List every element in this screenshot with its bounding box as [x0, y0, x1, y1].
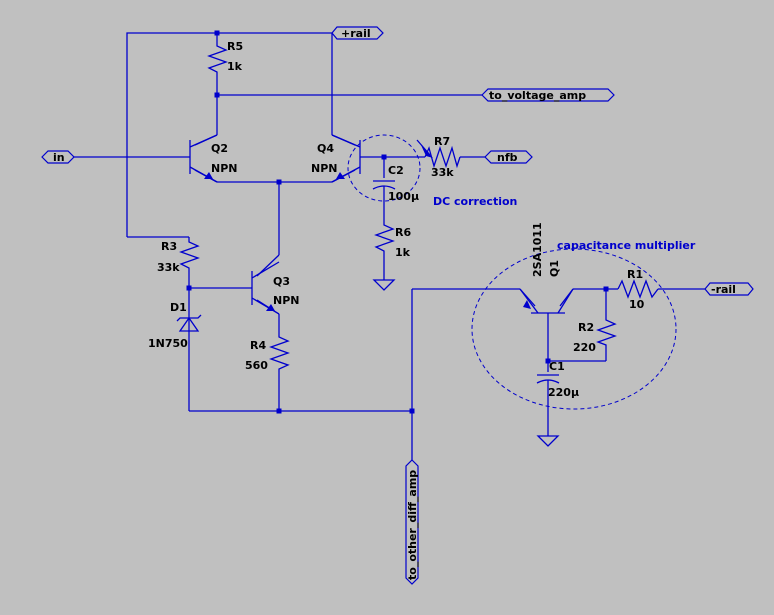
net-flag-nfb[interactable]: nfb [484, 150, 533, 164]
junction-dots [186, 30, 609, 414]
c1-value-label: 220µ [548, 386, 579, 399]
junction-dot [276, 179, 282, 185]
r2-ref-label: R2 [578, 321, 594, 334]
r6-ref-label: R6 [395, 226, 411, 239]
svg-text:nfb: nfb [497, 151, 518, 164]
q2-type-label: NPN [211, 162, 237, 175]
q4-type-label: NPN [311, 162, 337, 175]
c2-value-label: 100µ [388, 190, 419, 203]
cap-multiplier-note: capacitance multiplier [557, 239, 696, 252]
q1-ref-label: Q1 [548, 260, 561, 277]
d1-ref-label: D1 [170, 301, 187, 314]
junction-dot [381, 154, 387, 160]
r6-value-label: 1k [395, 246, 411, 259]
r5-ref-label: R5 [227, 40, 243, 53]
r3-ref-label: R3 [161, 240, 177, 253]
ground-icon [536, 435, 560, 447]
q3-ref-label: Q3 [273, 275, 290, 288]
r5-value-label: 1k [227, 60, 243, 73]
transistor-q2[interactable] [189, 134, 218, 183]
r7-value-label: 33k [431, 166, 454, 179]
capacitor-c2[interactable] [372, 180, 396, 190]
r4-value-label: 560 [245, 359, 268, 372]
arrow-icon [204, 172, 213, 179]
r7-ref-label: R7 [434, 135, 450, 148]
transistor-q3[interactable] [251, 261, 280, 315]
svg-text:+rail: +rail [341, 27, 371, 40]
svg-text:-rail: -rail [711, 283, 736, 296]
net-flag-to-other-diff-amp[interactable]: to_other_diff_amp [405, 459, 419, 585]
resistor-r1[interactable] [617, 279, 659, 299]
c1-ref-label: C1 [549, 360, 565, 373]
svg-text:to_voltage_amp: to_voltage_amp [489, 89, 586, 102]
r1-ref-label: R1 [627, 268, 643, 281]
net-flag-neg-rail[interactable]: -rail [704, 282, 754, 296]
svg-text:in: in [53, 151, 65, 164]
dc-correction-note: DC correction [433, 195, 517, 208]
r2-value-label: 220 [573, 341, 596, 354]
arrow-icon [266, 304, 275, 311]
junction-dot [276, 408, 282, 414]
q1-value-label: 2SA1011 [531, 222, 544, 277]
svg-text:to_other_diff_amp: to_other_diff_amp [406, 470, 419, 580]
q4-ref-label: Q4 [317, 142, 334, 155]
net-flag-in[interactable]: in [41, 150, 75, 164]
zener-diode-d1[interactable] [176, 312, 202, 336]
c2-ref-label: C2 [388, 164, 404, 177]
r3-value-label: 33k [157, 261, 180, 274]
arrow-icon [523, 300, 531, 309]
q2-ref-label: Q2 [211, 142, 228, 155]
junction-dot [186, 285, 192, 291]
resistor-r4[interactable] [269, 334, 290, 372]
net-flag-pos-rail[interactable]: +rail [331, 26, 384, 40]
q3-type-label: NPN [273, 294, 299, 307]
resistor-r5[interactable] [207, 43, 228, 77]
resistor-r3[interactable] [179, 239, 200, 274]
net-flag-to-voltage-amp[interactable]: to_voltage_amp [481, 88, 615, 102]
junction-dot [214, 30, 220, 36]
junction-dot [214, 92, 220, 98]
transistor-q1[interactable] [519, 288, 574, 314]
r4-ref-label: R4 [250, 339, 266, 352]
resistor-r2[interactable] [596, 317, 617, 347]
junction-dot [603, 286, 609, 292]
resistor-r7[interactable] [416, 139, 461, 169]
r1-value-label: 10 [629, 298, 645, 311]
d1-value-label: 1N750 [148, 337, 188, 350]
resistor-r6[interactable] [374, 222, 395, 258]
capacitor-c1[interactable] [536, 374, 560, 384]
cap-multiplier-outline [471, 248, 677, 410]
dc-correction-outline [347, 134, 421, 202]
junction-dot [409, 408, 415, 414]
arrow-icon [336, 172, 345, 179]
transistor-q4[interactable] [331, 134, 361, 183]
junction-dot [545, 358, 551, 364]
ground-icon [372, 279, 396, 291]
